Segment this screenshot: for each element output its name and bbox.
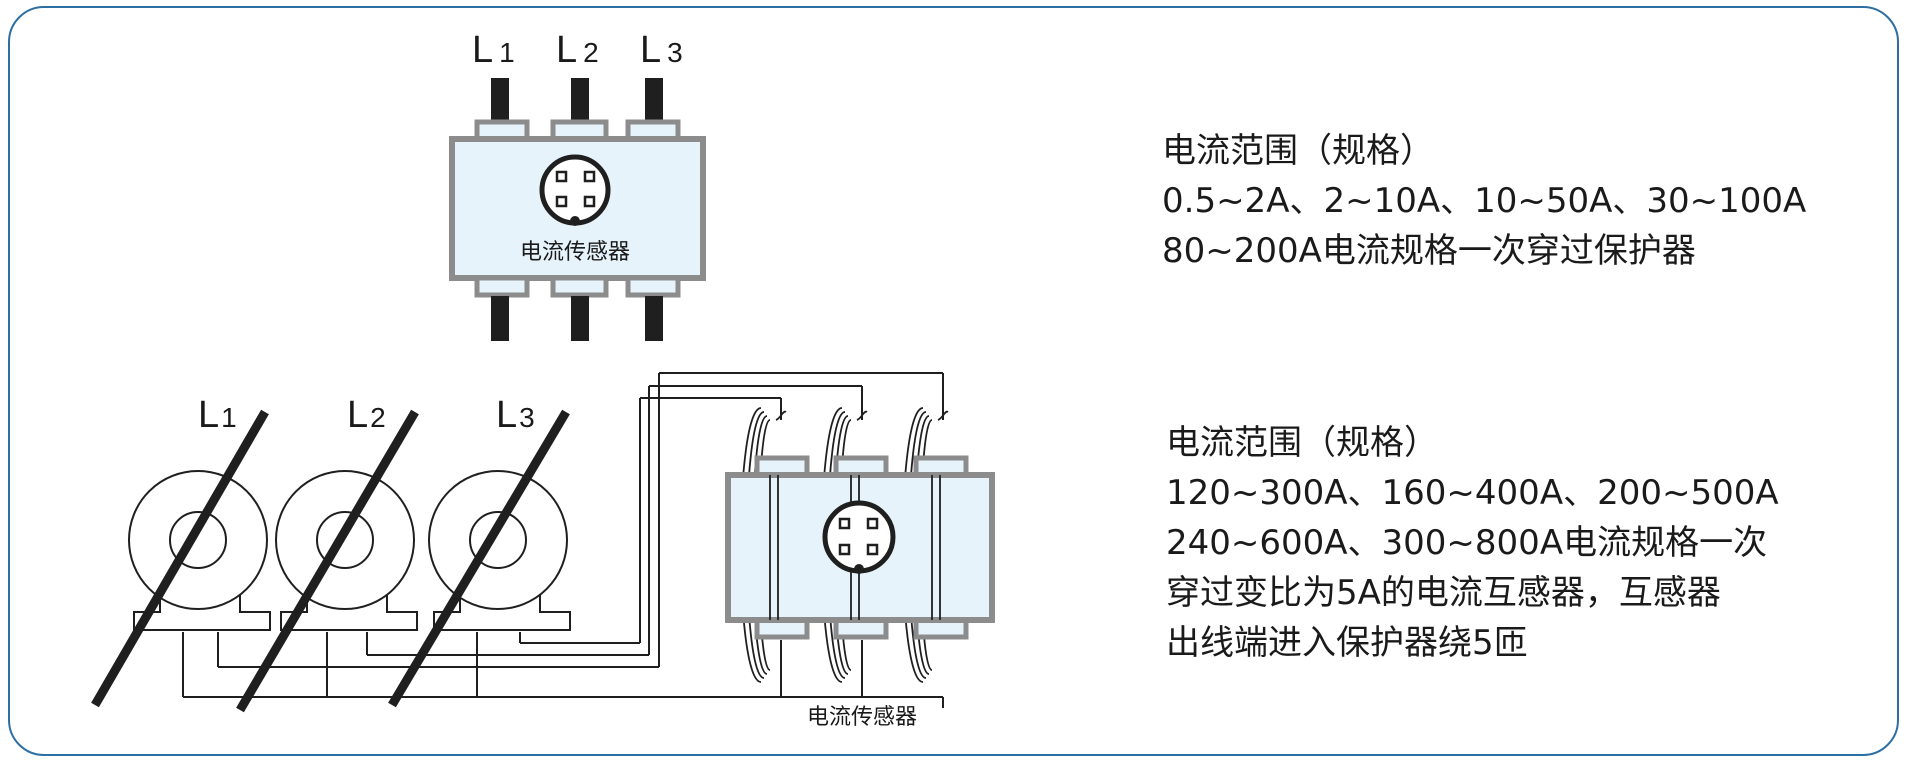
bottom-sensor-label: 电流传感器 [807,705,917,730]
bottom-sensor-connector-icon [822,500,896,574]
spec-top-line-1: 0.5~2A、2~10A、10~50A、30~100A [1162,181,1807,221]
spec-bottom-heading: 电流范围（规格） [1166,423,1438,463]
primary-conductor-l2 [236,409,419,713]
primary-conductor-l1 [91,409,269,708]
bottom-phase-label-l3: L3 [496,394,535,436]
top-tab-l3-lower [625,275,681,298]
top-conductor-l1-upper [491,78,509,124]
top-tab-l1-lower [474,275,530,298]
spec-block-top: 电流范围（规格） 0.5~2A、2~10A、10~50A、30~100A 80~… [1162,126,1806,276]
top-tab-l2-lower [550,275,609,298]
bottom-ct-diagram: L1 L2 L3 [91,372,995,730]
diagram-frame [8,6,1899,756]
current-transformer-3 [428,470,571,631]
spec-bottom-line-1: 120~300A、160~400A、200~500A [1166,473,1779,513]
top-conductor-l2-lower [571,296,589,341]
spec-top-line-2: 80~200A电流规格一次穿过保护器 [1162,231,1696,271]
primary-conductor-l3 [388,409,570,708]
bottom-phase-label-l1: L1 [198,394,237,436]
spec-top-heading: 电流范围（规格） [1162,131,1434,171]
top-conductor-l3-upper [645,78,663,124]
top-sensor-label: 电流传感器 [520,240,630,265]
spec-bottom-line-2: 240~600A、300~800A电流规格一次 [1166,523,1768,563]
spec-bottom-line-3: 穿过变比为5A的电流互感器，互感器 [1166,573,1721,613]
spec-block-bottom: 电流范围（规格） 120~300A、160~400A、200~500A 240~… [1166,418,1779,668]
top-sensor-connector-icon [539,154,611,226]
top-conductor-l2-upper [571,78,589,124]
bottom-phase-label-l2: L2 [347,394,386,436]
bottom-sensor [725,407,995,683]
secondary-wiring [182,372,944,708]
current-transformer-1 [128,470,271,631]
top-conductor-l3-lower [645,296,663,341]
spec-bottom-line-4: 出线端进入保护器绕5匝 [1166,623,1528,663]
top-conductor-l1-lower [491,296,509,341]
